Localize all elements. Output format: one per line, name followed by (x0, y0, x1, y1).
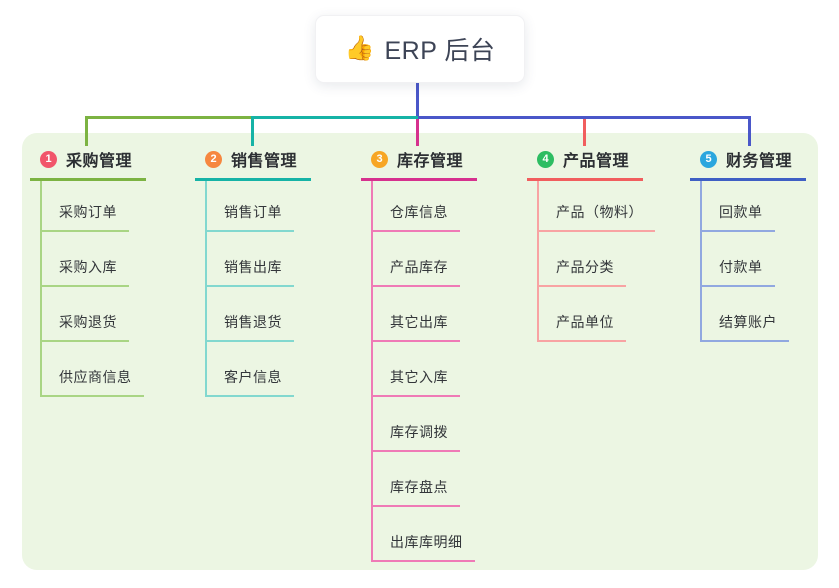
child-row: 销售出库 (207, 232, 294, 287)
branch-children: 回款单 付款单 结算账户 (700, 181, 789, 342)
child-row: 出库库明细 (373, 507, 475, 562)
branch-header[interactable]: 4 产品管理 (527, 145, 644, 181)
child-row: 仓库信息 (373, 181, 475, 232)
child-row: 产品单位 (539, 287, 655, 342)
connector-root-vertical (416, 83, 419, 119)
child-item[interactable]: 采购订单 (42, 202, 129, 232)
child-item[interactable]: 销售订单 (207, 202, 294, 232)
child-row: 库存盘点 (373, 452, 475, 507)
child-row: 结算账户 (702, 287, 789, 342)
child-item[interactable]: 产品单位 (539, 312, 626, 342)
child-item[interactable]: 其它出库 (373, 312, 460, 342)
child-row: 采购退货 (42, 287, 144, 342)
branch-header[interactable]: 1 采购管理 (30, 145, 147, 181)
child-item[interactable]: 付款单 (702, 257, 775, 287)
branch-inventory: 3 库存管理 仓库信息 产品库存 其它出库 其它入库 库存调拨 库存盘点 出库库… (361, 145, 478, 562)
branch-children: 销售订单 销售出库 销售退货 客户信息 (205, 181, 294, 397)
branch-sales: 2 销售管理 销售订单 销售出库 销售退货 客户信息 (195, 145, 312, 397)
child-row: 采购订单 (42, 181, 144, 232)
child-item[interactable]: 其它入库 (373, 367, 460, 397)
child-row: 供应商信息 (42, 342, 144, 397)
child-item[interactable]: 采购入库 (42, 257, 129, 287)
branch-children: 仓库信息 产品库存 其它出库 其它入库 库存调拨 库存盘点 出库库明细 (371, 181, 475, 562)
child-row: 产品分类 (539, 232, 655, 287)
branch-title: 销售管理 (231, 153, 298, 170)
branch-purchase: 1 采购管理 采购订单 采购入库 采购退货 供应商信息 (30, 145, 147, 397)
branch-header[interactable]: 3 库存管理 (361, 145, 478, 181)
branch-number-badge: 5 (700, 150, 717, 168)
thumbs-up-icon: 👍 (344, 35, 375, 62)
child-item[interactable]: 出库库明细 (373, 532, 475, 562)
child-item[interactable]: 供应商信息 (42, 367, 144, 397)
child-item[interactable]: 回款单 (702, 202, 775, 232)
connector-bus-purchase (85, 116, 253, 119)
child-item[interactable]: 结算账户 (702, 312, 789, 342)
child-item[interactable]: 销售退货 (207, 312, 294, 342)
child-item[interactable]: 仓库信息 (373, 202, 460, 232)
branches-panel (22, 133, 818, 570)
child-row: 其它出库 (373, 287, 475, 342)
branch-number-badge: 4 (537, 150, 554, 168)
branch-title: 产品管理 (563, 153, 630, 170)
child-row: 回款单 (702, 181, 789, 232)
child-row: 采购入库 (42, 232, 144, 287)
child-row: 销售退货 (207, 287, 294, 342)
child-row: 客户信息 (207, 342, 294, 397)
branch-number-badge: 1 (40, 150, 57, 168)
child-row: 库存调拨 (373, 397, 475, 452)
branch-number-badge: 2 (205, 150, 222, 168)
child-item[interactable]: 采购退货 (42, 312, 129, 342)
connector-drop-product (583, 119, 586, 146)
child-item[interactable]: 库存调拨 (373, 422, 460, 452)
branch-header[interactable]: 2 销售管理 (195, 145, 312, 181)
connector-drop-purchase (85, 116, 88, 146)
branch-finance: 5 财务管理 回款单 付款单 结算账户 (690, 145, 807, 342)
connector-drop-finance (748, 116, 751, 146)
child-item[interactable]: 产品分类 (539, 257, 626, 287)
child-row: 销售订单 (207, 181, 294, 232)
branch-number-badge: 3 (371, 150, 388, 168)
child-row: 产品（物料） (539, 181, 655, 232)
child-item[interactable]: 库存盘点 (373, 477, 460, 507)
branch-title: 财务管理 (726, 153, 793, 170)
branch-children: 采购订单 采购入库 采购退货 供应商信息 (40, 181, 144, 397)
child-item[interactable]: 销售出库 (207, 257, 294, 287)
connector-drop-sales (251, 116, 254, 146)
connector-bus-right (418, 116, 751, 119)
child-row: 付款单 (702, 232, 789, 287)
connector-bus-sales (253, 116, 418, 119)
child-item[interactable]: 客户信息 (207, 367, 294, 397)
branch-title: 库存管理 (397, 153, 464, 170)
child-row: 其它入库 (373, 342, 475, 397)
branch-header[interactable]: 5 财务管理 (690, 145, 807, 181)
root-node[interactable]: 👍 ERP 后台 (315, 15, 525, 83)
connector-drop-inventory (416, 119, 419, 146)
child-item[interactable]: 产品库存 (373, 257, 460, 287)
branch-children: 产品（物料） 产品分类 产品单位 (537, 181, 655, 342)
child-row: 产品库存 (373, 232, 475, 287)
branch-title: 采购管理 (66, 153, 133, 170)
root-node-title: ERP 后台 (384, 37, 496, 65)
child-item[interactable]: 产品（物料） (539, 202, 655, 232)
branch-product: 4 产品管理 产品（物料） 产品分类 产品单位 (527, 145, 655, 342)
